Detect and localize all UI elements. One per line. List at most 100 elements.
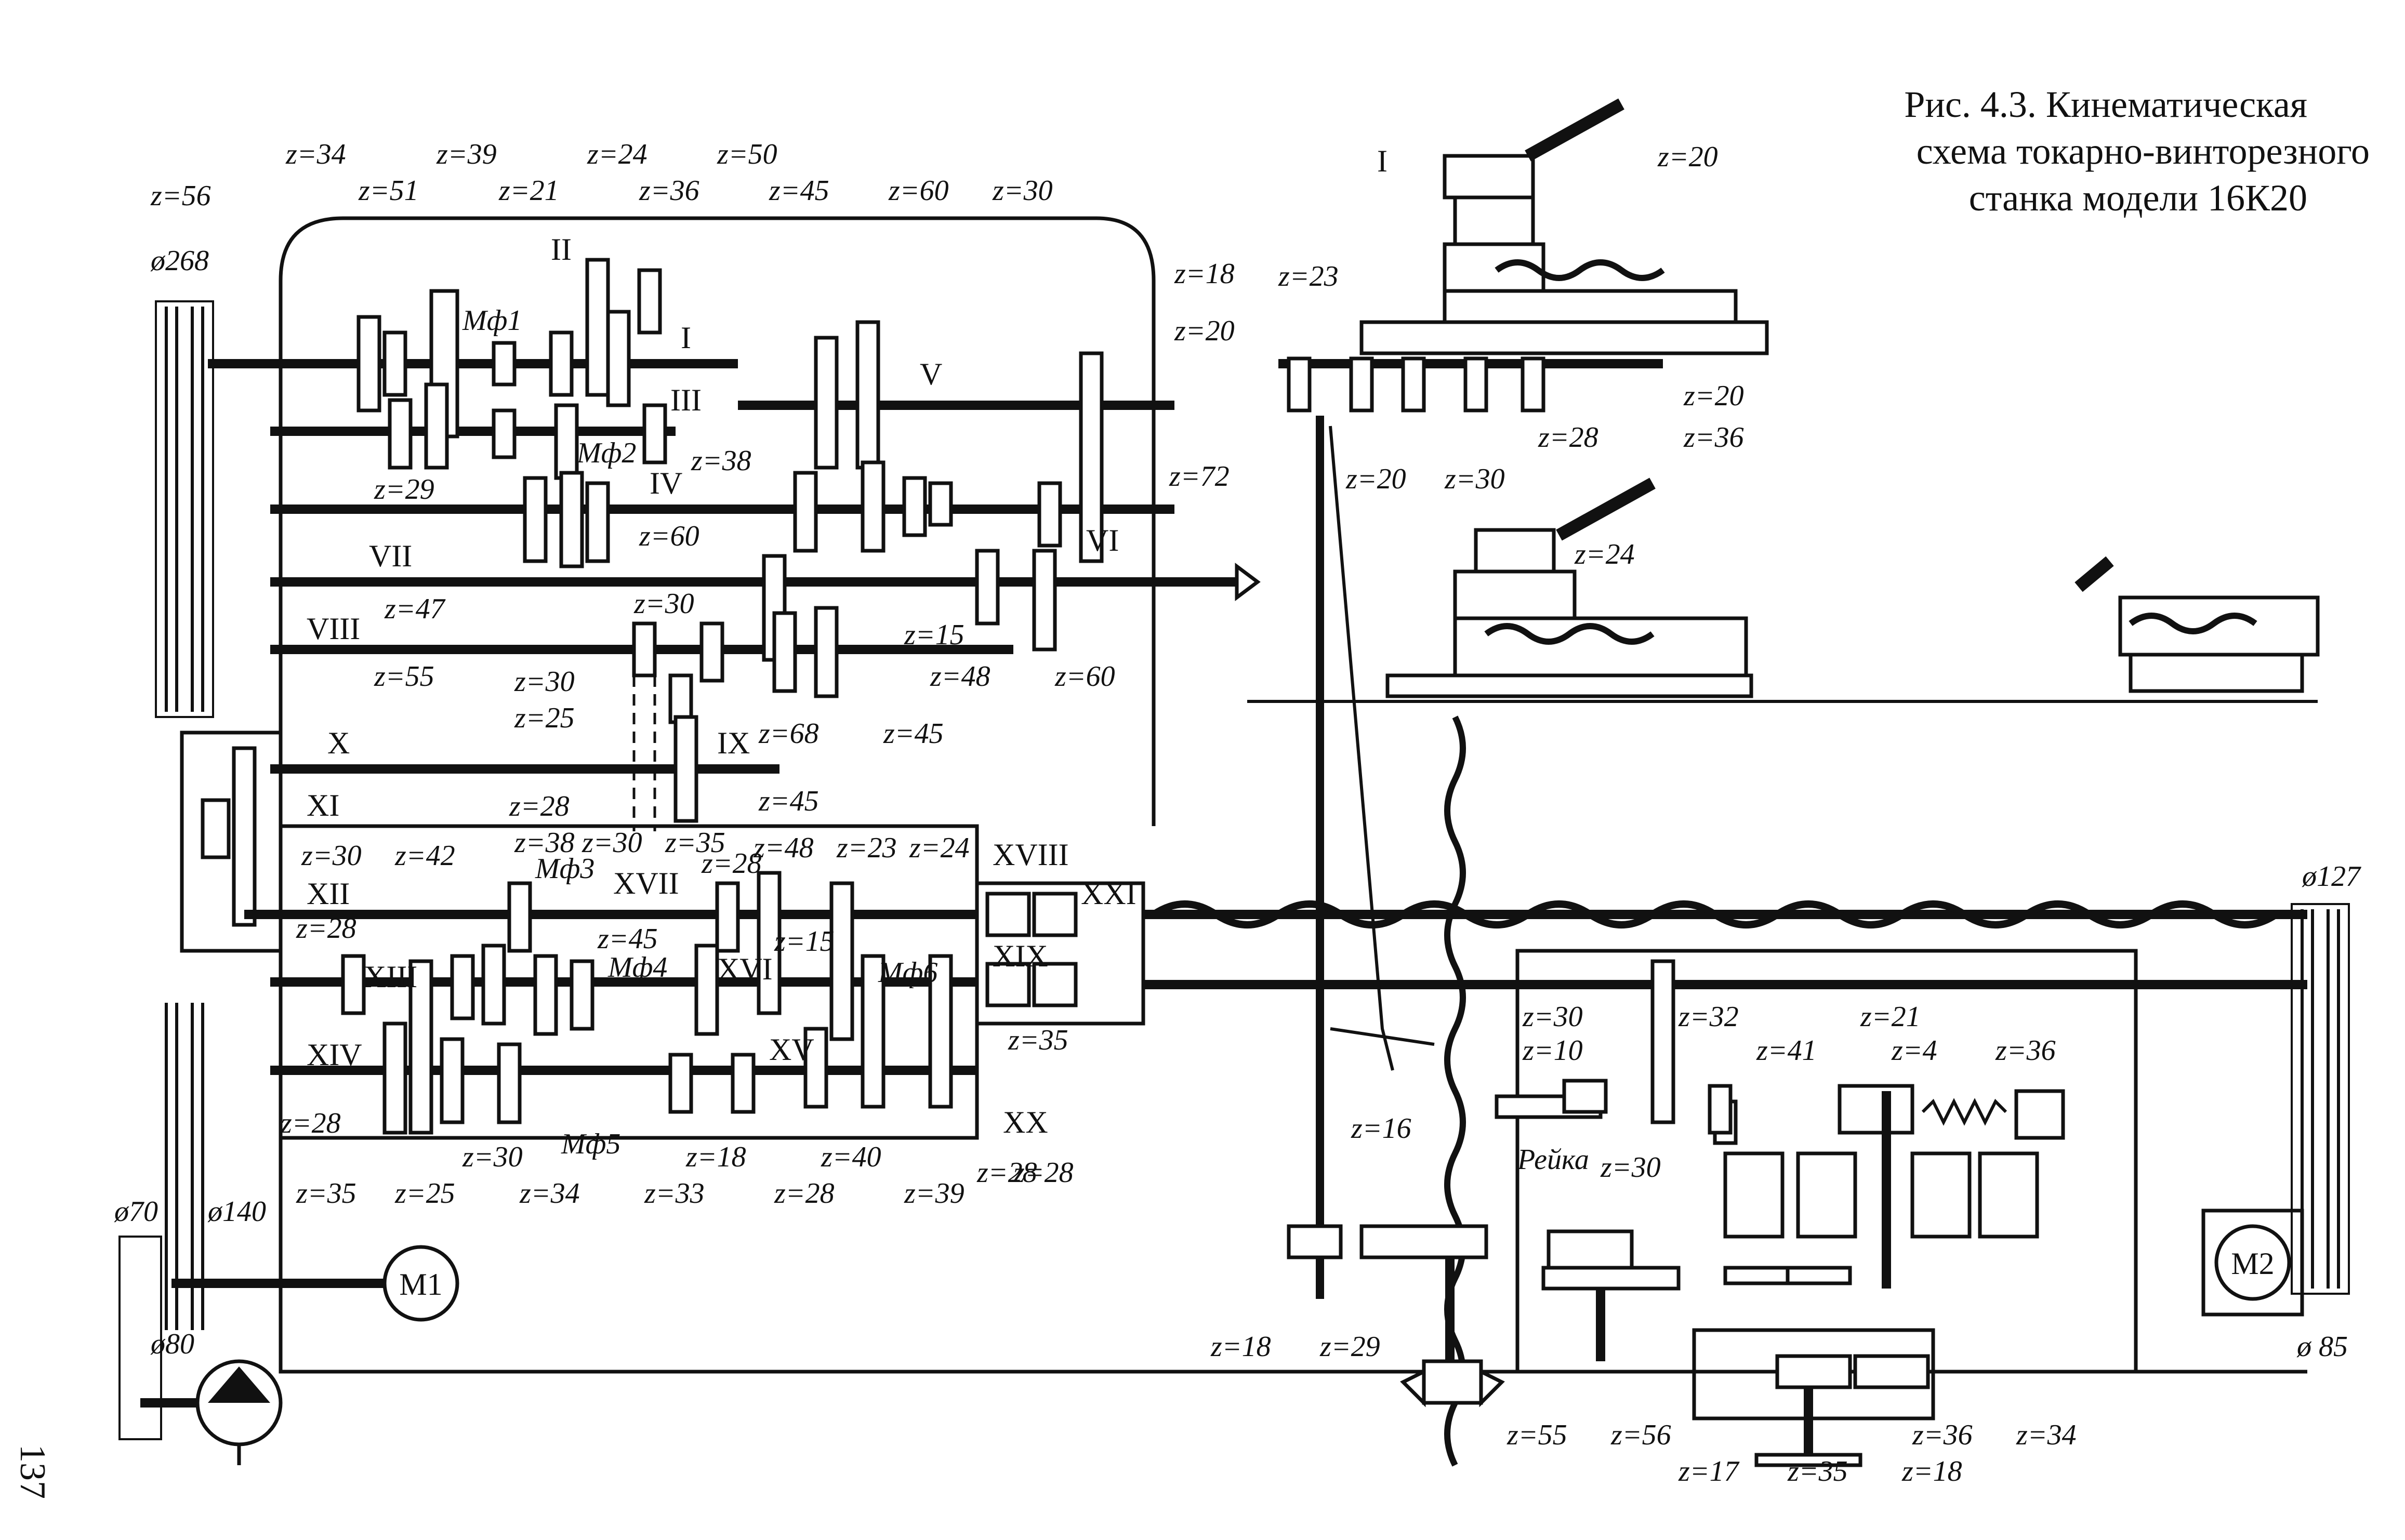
gear-label: z=23 [836, 832, 897, 864]
shaft-label: VI [1086, 523, 1119, 557]
upper-toolpost: I [1359, 98, 1769, 355]
gear-label: z=28 [1538, 421, 1598, 454]
rack-feed-gears [1287, 1224, 1505, 1408]
gear-label: z=18 [1210, 1331, 1271, 1363]
shaft-label: XX [1003, 1105, 1048, 1139]
motor-belt [165, 1003, 204, 1330]
gear-label: z=50 [717, 138, 777, 170]
gear-label: z=28 [296, 912, 356, 945]
shaft-label: XVI [717, 952, 773, 986]
gear-label: z=16 [1351, 1112, 1411, 1145]
toolpost-I-label: I [1377, 144, 1388, 178]
shaft-label: V [920, 357, 942, 391]
gear-label: z=23 [1278, 260, 1339, 293]
motor-m1-label: M1 [399, 1267, 442, 1302]
shaft-label: II [551, 232, 572, 267]
gear-label: z=45 [883, 718, 944, 750]
clutch-label: Мф6 [878, 957, 937, 989]
gear-label: z=39 [904, 1177, 964, 1210]
gear-label: z=28 [509, 790, 570, 822]
pulley-d70-label: ø70 [114, 1196, 158, 1228]
pulley-d80-label: ø80 [150, 1328, 194, 1360]
coupling-xix [985, 962, 1031, 1007]
gear-label: z=36 [1683, 421, 1744, 454]
pulley-d127-label: ø127 [2302, 860, 2361, 893]
shaft-label: XIV [307, 1038, 362, 1072]
gear-label: z=30 [582, 827, 642, 859]
gear-label: z=41 [1756, 1034, 1817, 1067]
motor-m1: M1 [171, 1245, 459, 1322]
gear-label: z=25 [394, 1177, 455, 1210]
carriage-gear-labels: z=20 z=23 z=20 z=20 z=20 z=30 z=28 z=36 … [1174, 141, 1744, 570]
headstock-housing [279, 216, 1156, 826]
gear-label: z=30 [1522, 1001, 1583, 1033]
gear-label: z=39 [436, 138, 497, 170]
gear-label: z=55 [1507, 1419, 1567, 1451]
pump: ø70 ø140 ø80 [114, 1196, 283, 1465]
gear-label: z=30 [1444, 463, 1505, 495]
clutch-label: Мф1 [462, 304, 522, 337]
page-number: 137 [12, 1444, 52, 1499]
gear-label: z=40 [821, 1141, 881, 1173]
gear-label: z=56 [150, 180, 211, 212]
gear-label: z=30 [514, 666, 575, 698]
clutch-label: Мф5 [561, 1128, 620, 1160]
coupling-xix-b [1032, 962, 1078, 1007]
change-gears [201, 746, 281, 927]
gear-label: z=35 [1008, 1024, 1068, 1056]
gear-label: z=38 [514, 827, 575, 859]
motor-m2: M2 [2201, 1209, 2304, 1317]
shaft-label: XXI [1081, 877, 1137, 911]
gear-label: z=24 [909, 832, 970, 864]
gear-label: z=55 [374, 660, 434, 693]
gear-label: z=18 [1901, 1455, 1962, 1488]
caption-line-3: станка модели 16К20 [1969, 177, 2307, 219]
motor-m2-label: M2 [2231, 1246, 2274, 1281]
gear-label: z=35 [1787, 1455, 1848, 1488]
gear-label: z=21 [498, 175, 559, 207]
gear-label: z=29 [374, 473, 434, 506]
rapid-pulley: ø127 ø 85 [2291, 860, 2361, 1363]
gear-label: z=17 [1678, 1455, 1740, 1488]
coupling-xviii [985, 892, 1031, 937]
clutch-label: Мф2 [576, 437, 636, 469]
gear-label: z=20 [1174, 315, 1235, 347]
gear-label: z=21 [1860, 1001, 1921, 1033]
gear-label: z=60 [888, 175, 949, 207]
gear-label: z=68 [758, 718, 819, 750]
gear-label: z=18 [1174, 258, 1235, 290]
gear-label: z=33 [644, 1177, 705, 1210]
pulley-d85-label: ø 85 [2296, 1331, 2348, 1363]
gear-label: z=36 [1995, 1034, 2056, 1067]
gear-label: z=15 [774, 925, 835, 958]
gear-label: z=36 [639, 175, 699, 207]
clutch-labels: Мф1 Мф2 Мф3 Мф4 Мф5 Мф6 [462, 304, 937, 1160]
gear-label: z=45 [758, 785, 819, 817]
shaft-label: XIX [993, 939, 1048, 973]
gear-label: z=30 [1600, 1151, 1661, 1184]
lead-screw [1152, 900, 2278, 928]
gear-label: z=35 [296, 1177, 356, 1210]
gear-label: z=28 [701, 847, 762, 880]
shaft-label: XVIII [993, 838, 1069, 872]
feedbox-gears [341, 871, 953, 1135]
figure-caption: Рис. 4.3. Кинематическая схема токарно-в… [1904, 84, 2370, 219]
gear-label: z=28 [280, 1107, 341, 1139]
gear-label: z=72 [1169, 460, 1230, 493]
feedbox-gear-labels: z=28 z=30 z=42 z=38 z=30 z=35 z=28 z=48 … [280, 790, 1074, 1210]
gear-label: z=29 [1319, 1331, 1380, 1363]
shaft-label: VIII [307, 612, 360, 646]
clutch-label: Мф3 [535, 853, 594, 885]
shaft-label: XII [307, 877, 350, 911]
gear-label: z=60 [1054, 660, 1115, 693]
gear-label: z=60 [639, 520, 699, 552]
coupling-xviii-b [1032, 892, 1078, 937]
clutch-label: Мф4 [607, 951, 667, 984]
lower-toolpost [1385, 477, 1753, 698]
gear-label: z=30 [462, 1141, 523, 1173]
shaft-label: XI [307, 788, 339, 822]
pulley-d268-label: ø268 [150, 245, 209, 277]
shaft-label: XV [769, 1032, 814, 1067]
